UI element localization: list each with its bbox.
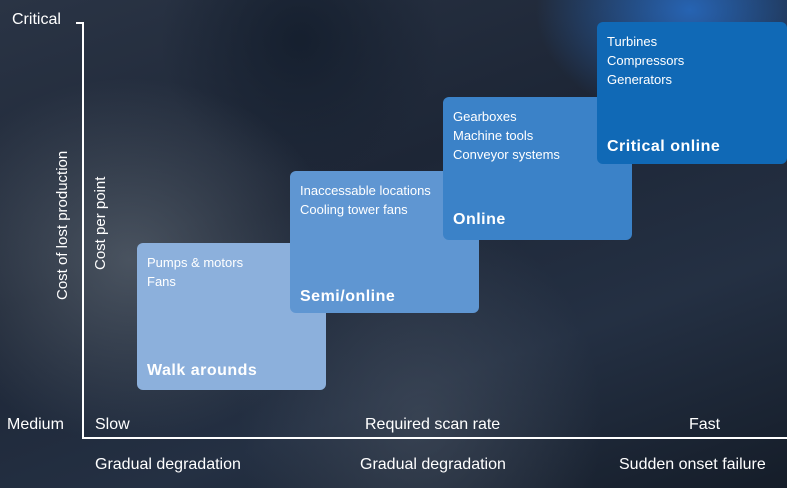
y-axis-bottom-label: Medium — [7, 416, 64, 433]
stage-title: Online — [453, 211, 506, 228]
stage-item: Compressors — [607, 53, 685, 68]
stage-item: Generators — [607, 72, 673, 87]
stage-title: Critical online — [607, 138, 721, 155]
x-axis-center-label: Required scan rate — [365, 416, 501, 433]
stage-title: Semi/online — [300, 288, 396, 305]
stage-items: Pumps & motors Fans — [147, 253, 243, 291]
stage-items: Turbines Compressors Generators — [607, 32, 684, 89]
stage-item: Fans — [147, 274, 176, 289]
stage-item: Cooling tower fans — [300, 202, 408, 217]
y-axis-title-inner: Cost per point — [92, 176, 109, 270]
y-axis-line — [82, 22, 84, 439]
y-axis-title-outer: Cost of lost production — [54, 150, 71, 300]
y-axis-top-tick — [76, 22, 84, 24]
stage-item: Gearboxes — [453, 109, 517, 124]
x-axis-left-label: Slow — [95, 416, 130, 433]
bottom-label-3: Sudden onset failure — [619, 456, 766, 473]
bottom-label-2: Gradual degradation — [360, 456, 506, 473]
x-axis-right-label: Fast — [689, 416, 721, 433]
stage-item: Inaccessable locations — [300, 183, 431, 198]
stage-items: Gearboxes Machine tools Conveyor systems — [453, 107, 560, 164]
stage-item: Turbines — [607, 34, 658, 49]
stage-item: Conveyor systems — [453, 147, 560, 162]
stage-item: Pumps & motors — [147, 255, 244, 270]
x-axis-line — [82, 437, 787, 439]
y-axis-top-label: Critical — [12, 11, 61, 28]
stage-title: Walk arounds — [147, 362, 258, 379]
bottom-label-1: Gradual degradation — [95, 456, 241, 473]
stage-box-critical-online: Turbines Compressors Generators Critical… — [597, 22, 787, 164]
stage-items: Inaccessable locations Cooling tower fan… — [300, 181, 431, 219]
stage-item: Machine tools — [453, 128, 534, 143]
